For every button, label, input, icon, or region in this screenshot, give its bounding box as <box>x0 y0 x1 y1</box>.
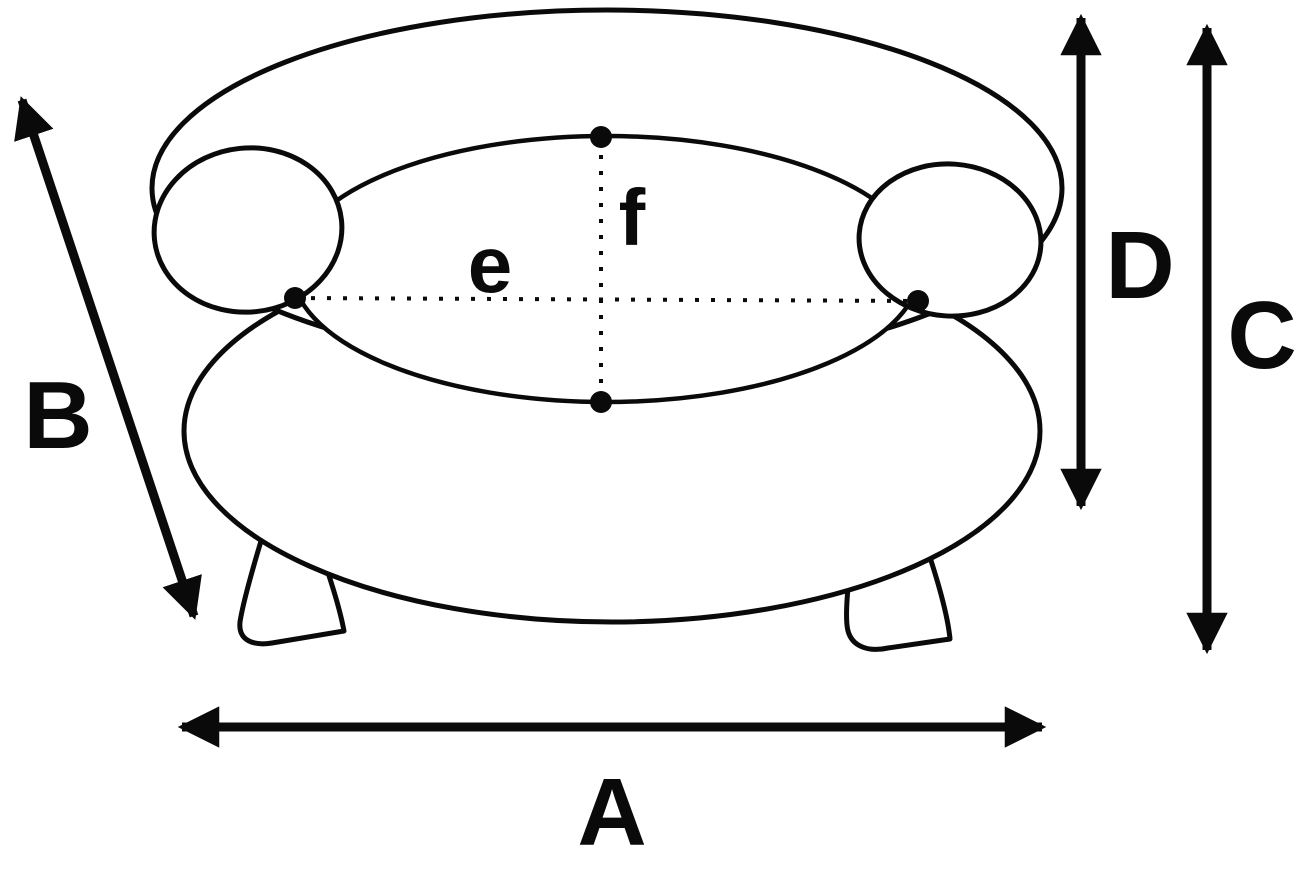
measure-dot-right <box>907 290 929 312</box>
measure-dot-left <box>284 287 306 309</box>
dimension-label-a: A <box>577 759 646 866</box>
dimension-arrow-b <box>14 96 202 620</box>
dimension-label-e: e <box>468 220 513 309</box>
measure-dot-bottom <box>590 391 612 413</box>
sofa-armrest-right <box>856 161 1044 319</box>
dimension-label-d: D <box>1105 212 1174 319</box>
dimension-label-b: B <box>23 362 92 469</box>
sofa-seat-cushion <box>289 133 923 405</box>
measure-dot-top <box>590 126 612 148</box>
dimension-label-f: f <box>619 173 646 262</box>
dimension-label-c: C <box>1227 282 1295 389</box>
